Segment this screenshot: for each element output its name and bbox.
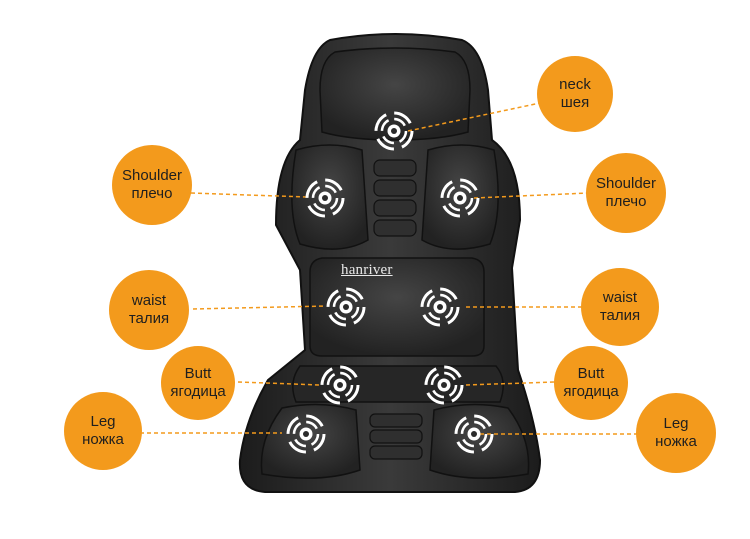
label-waist-right: waist талия [581, 268, 659, 346]
leg-ribs [369, 413, 423, 460]
label-neck: neck шея [537, 56, 613, 132]
label-waist-left: waist талия [109, 270, 189, 350]
label-shoulder-left: Shoulder плечо [112, 145, 192, 225]
brand-logo: hanriver [341, 262, 393, 278]
label-butt-left: Butt ягодица [161, 346, 235, 420]
waist-panel [309, 257, 485, 357]
label-leg-left: Leg ножка [64, 392, 142, 470]
label-leg-right: Leg ножка [636, 393, 716, 473]
label-shoulder-right: Shoulder плечо [586, 153, 666, 233]
leg-pad-right [429, 403, 530, 479]
leg-pad-left [260, 403, 361, 479]
label-butt-right: Butt ягодица [554, 346, 628, 420]
connector-lines [140, 102, 640, 435]
headrest-pad [319, 47, 471, 141]
spine-ribs [373, 159, 417, 237]
